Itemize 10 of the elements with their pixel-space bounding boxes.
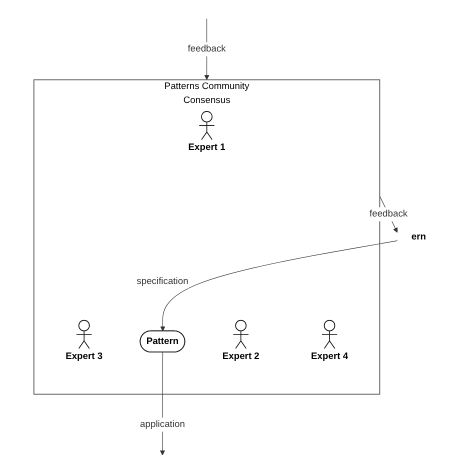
edge-label: application xyxy=(140,419,185,430)
arrow xyxy=(160,240,398,332)
node-text: Expert 4 xyxy=(311,351,348,362)
node-text: ern xyxy=(411,232,426,242)
edge-label: specification xyxy=(136,276,188,286)
edge-label: feedback xyxy=(188,44,226,54)
node-text: Expert 1 xyxy=(188,142,226,153)
node-text: Expert 2 xyxy=(222,351,260,362)
node-text: Expert 3 xyxy=(66,351,103,362)
edge-label: feedback xyxy=(369,209,408,220)
